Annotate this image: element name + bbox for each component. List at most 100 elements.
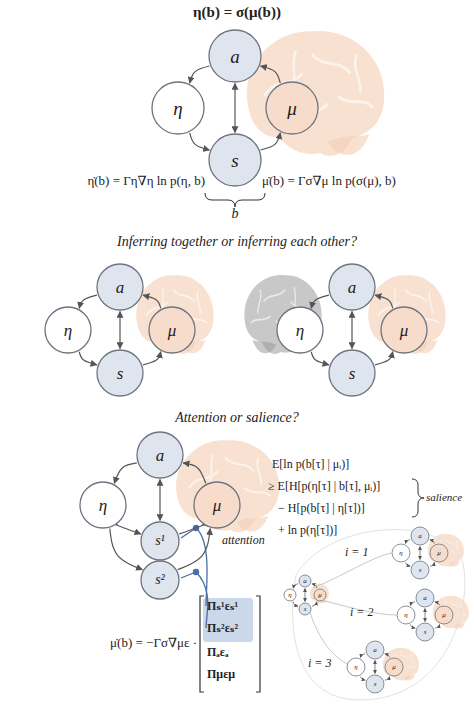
state-label: η [399, 550, 402, 557]
state-label: η [404, 612, 407, 619]
attention-wire [181, 572, 208, 628]
brain-illustration [176, 440, 279, 532]
state-connector [114, 463, 137, 483]
state-circle: η [391, 543, 411, 563]
formula-label: − H[p(b[τ] | η[τ])] [278, 502, 365, 516]
state-connector [361, 676, 366, 680]
state-circle: η [283, 588, 297, 602]
state-connector [351, 312, 352, 349]
state-label: a [348, 279, 357, 296]
brain-illustration [310, 584, 329, 604]
brain-illustration [247, 31, 384, 156]
salience-brace [412, 479, 424, 517]
state-label: η [296, 322, 304, 339]
state-connector [183, 463, 206, 483]
formula-label: Πₐεₐ [207, 646, 228, 660]
state-connector [293, 584, 298, 588]
state-circle: a [415, 588, 435, 608]
state-circle: s [365, 674, 385, 694]
state-label: s² [155, 573, 165, 587]
state-circle: μ [265, 81, 319, 135]
state-connector [179, 524, 204, 533]
state-circle: s¹ [140, 521, 180, 561]
formula-label: i = 2 [350, 606, 373, 620]
state-label: μ [213, 497, 222, 514]
section-heading: Attention or salience? [175, 410, 299, 426]
state-label: μ [168, 322, 177, 339]
state-label: μ [318, 592, 322, 599]
state-connector [311, 352, 329, 365]
state-circle: s [328, 349, 376, 397]
state-connector [79, 352, 97, 365]
formula-label: + ln p(η[τ])] [278, 524, 337, 538]
brain-illustration [428, 534, 464, 567]
state-label: s [304, 606, 307, 613]
brain-illustration [383, 648, 419, 681]
state-circle: s² [140, 560, 180, 600]
blanket-brace [205, 193, 265, 207]
state-circle: μ [193, 481, 241, 529]
state-label: s [374, 681, 377, 688]
state-connector [430, 540, 435, 544]
state-connector [119, 312, 120, 349]
state-connector [79, 295, 97, 308]
state-circle: a [365, 640, 385, 660]
state-connector [312, 602, 317, 606]
state-label: a [230, 47, 240, 66]
state-connector [420, 547, 421, 560]
state-circle: η [396, 605, 416, 625]
state-connector [311, 295, 329, 308]
state-circle: s [410, 560, 430, 580]
state-label: μ [392, 664, 396, 671]
state-circle: η [346, 657, 366, 677]
state-label: s [231, 151, 238, 170]
state-label: μ [400, 322, 409, 339]
state-connector [406, 540, 411, 544]
state-connector [385, 676, 390, 680]
state-circle: μ [384, 657, 404, 677]
state-circle: μ [429, 543, 449, 563]
attention-highlight [203, 598, 253, 642]
state-connector [406, 562, 411, 566]
state-label: a [373, 647, 377, 654]
state-circle: μ [313, 588, 327, 602]
formula-label: Πₛ¹εₛ¹ [207, 600, 238, 614]
state-connector [143, 295, 161, 308]
state-connector [110, 529, 143, 570]
state-label: a [303, 578, 307, 585]
formula-label: b [232, 206, 239, 222]
state-circle: μ [148, 306, 196, 354]
state-connector [293, 602, 298, 606]
state-connector [361, 654, 366, 658]
state-label: η [173, 99, 182, 118]
brain-illustration [368, 275, 445, 354]
state-label: η [99, 497, 107, 514]
formula-label: η̇(b) = Γη∇η ln p(η, b) [87, 174, 205, 189]
state-connector [375, 295, 393, 308]
state-label: a [116, 279, 125, 296]
state-connector [261, 133, 281, 150]
state-circle: a [298, 574, 312, 588]
state-connector [312, 584, 317, 588]
formula-label: i = 1 [345, 546, 368, 560]
formula-label: Πₛ²εₛ² [207, 622, 238, 636]
state-connector [375, 352, 393, 365]
attention-dot [193, 569, 199, 575]
state-circle: μ [380, 306, 428, 354]
state-circle: η [276, 306, 324, 354]
state-connector [178, 529, 211, 570]
state-label: μ [437, 550, 441, 557]
state-circle: a [410, 526, 430, 546]
formula-label: i = 3 [308, 657, 331, 671]
state-connector [435, 602, 440, 606]
formula-label: E[ln p(b[τ] | μᵢ)] [272, 458, 349, 472]
matrix-bracket [256, 596, 260, 692]
state-connector [116, 524, 141, 533]
state-label: η [288, 592, 291, 599]
state-circle: a [136, 431, 184, 479]
state-label: a [156, 447, 165, 464]
formula-label: Πμεμ [207, 668, 235, 682]
formula-label: μ̇(b) = −Γσ∇με · [110, 636, 197, 651]
state-label: μ [442, 612, 446, 619]
